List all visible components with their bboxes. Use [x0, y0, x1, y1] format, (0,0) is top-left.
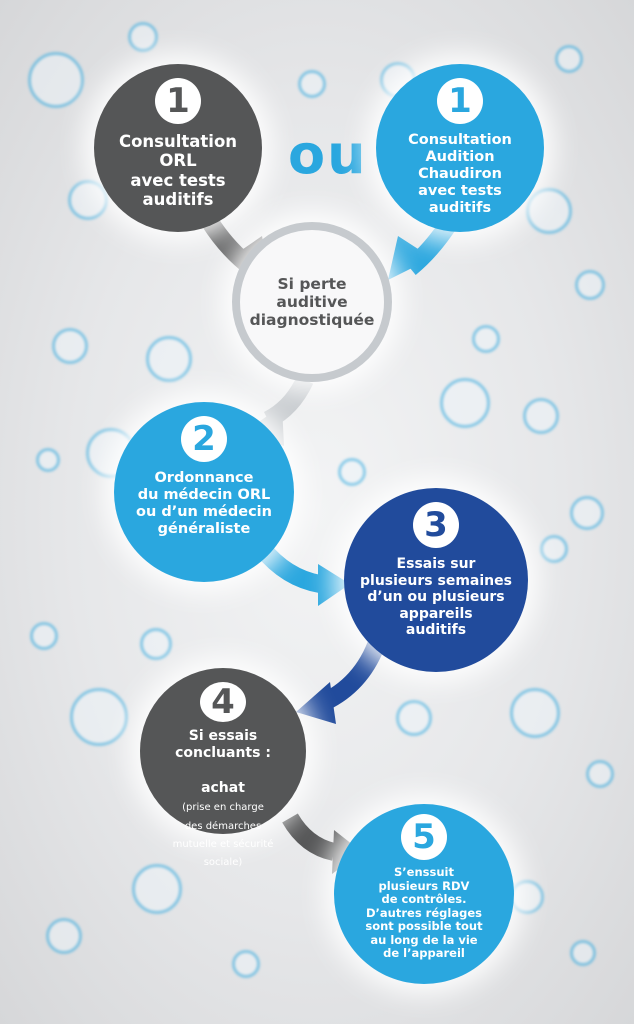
ear-icon [28, 52, 84, 108]
arrow-1b-head [388, 236, 432, 280]
step-1-audition: 1 Consultation Audition Chaudiron avec t… [376, 64, 544, 232]
ear-icon [338, 458, 366, 486]
step-3: 3 Essais sur plusieurs semaines d’un ou … [344, 488, 528, 672]
ear-icon [586, 760, 614, 788]
ear-icon [232, 950, 260, 978]
ear-icon [128, 22, 158, 52]
ear-icon [298, 70, 326, 98]
ear-icon [46, 918, 82, 954]
step-5: 5 S’enssuit plusieurs RDV de contrôles. … [334, 804, 514, 984]
ear-icon [570, 496, 604, 530]
step-diagnosis-text: Si perte auditive diagnostiquée [249, 274, 375, 330]
step-4-number: 4 [200, 682, 246, 722]
step-1-audition-text: Consultation Audition Chaudiron avec tes… [408, 132, 512, 217]
step-4: 4 Si essais concluants : achat (prise en… [140, 668, 306, 868]
step-1-orl: 1 Consultation ORL avec tests auditifs [94, 64, 262, 232]
step-4-text-small: (prise en charge des démarches mutuelle … [172, 802, 274, 868]
arrow-2-head [318, 564, 350, 606]
ear-icon [146, 336, 192, 382]
arrow-2-to-3 [254, 542, 322, 593]
arrow-3-head [296, 682, 336, 724]
step-1-audition-number: 1 [437, 78, 483, 124]
ear-icon [140, 628, 172, 660]
step-diagnosis: Si perte auditive diagnostiquée [232, 222, 392, 382]
arrow-4-to-5 [282, 813, 337, 861]
ear-icon [52, 328, 88, 364]
step-2-text: Ordonnance du médecin ORL ou d’un médeci… [136, 470, 272, 538]
ear-icon [526, 188, 572, 234]
ear-icon [70, 688, 128, 746]
step-4-text-bold: Si essais concluants : [175, 728, 271, 761]
step-1-orl-text: Consultation ORL avec tests auditifs [118, 132, 238, 210]
ear-icon [68, 180, 108, 220]
step-4-achat: achat [201, 780, 245, 797]
ear-icon [523, 398, 559, 434]
step-5-number: 5 [401, 814, 447, 860]
step-1-orl-number: 1 [155, 78, 201, 124]
ear-icon [555, 45, 583, 73]
ear-icon [396, 700, 432, 736]
separator-ou: ou [288, 123, 368, 186]
ear-icon [36, 448, 60, 472]
ear-icon [440, 378, 490, 428]
ear-icon [540, 535, 568, 563]
step-3-number: 3 [413, 502, 459, 548]
step-3-text: Essais sur plusieurs semaines d’un ou pl… [360, 556, 512, 639]
step-2-number: 2 [181, 416, 227, 462]
step-5-text: S’enssuit plusieurs RDV de contrôles. D’… [365, 865, 483, 961]
ear-icon [570, 940, 596, 966]
step-2: 2 Ordonnance du médecin ORL ou d’un méde… [114, 402, 294, 582]
ear-icon [472, 325, 500, 353]
ear-icon [132, 864, 182, 914]
ear-icon [510, 688, 560, 738]
ear-icon [575, 270, 605, 300]
ear-icon [30, 622, 58, 650]
